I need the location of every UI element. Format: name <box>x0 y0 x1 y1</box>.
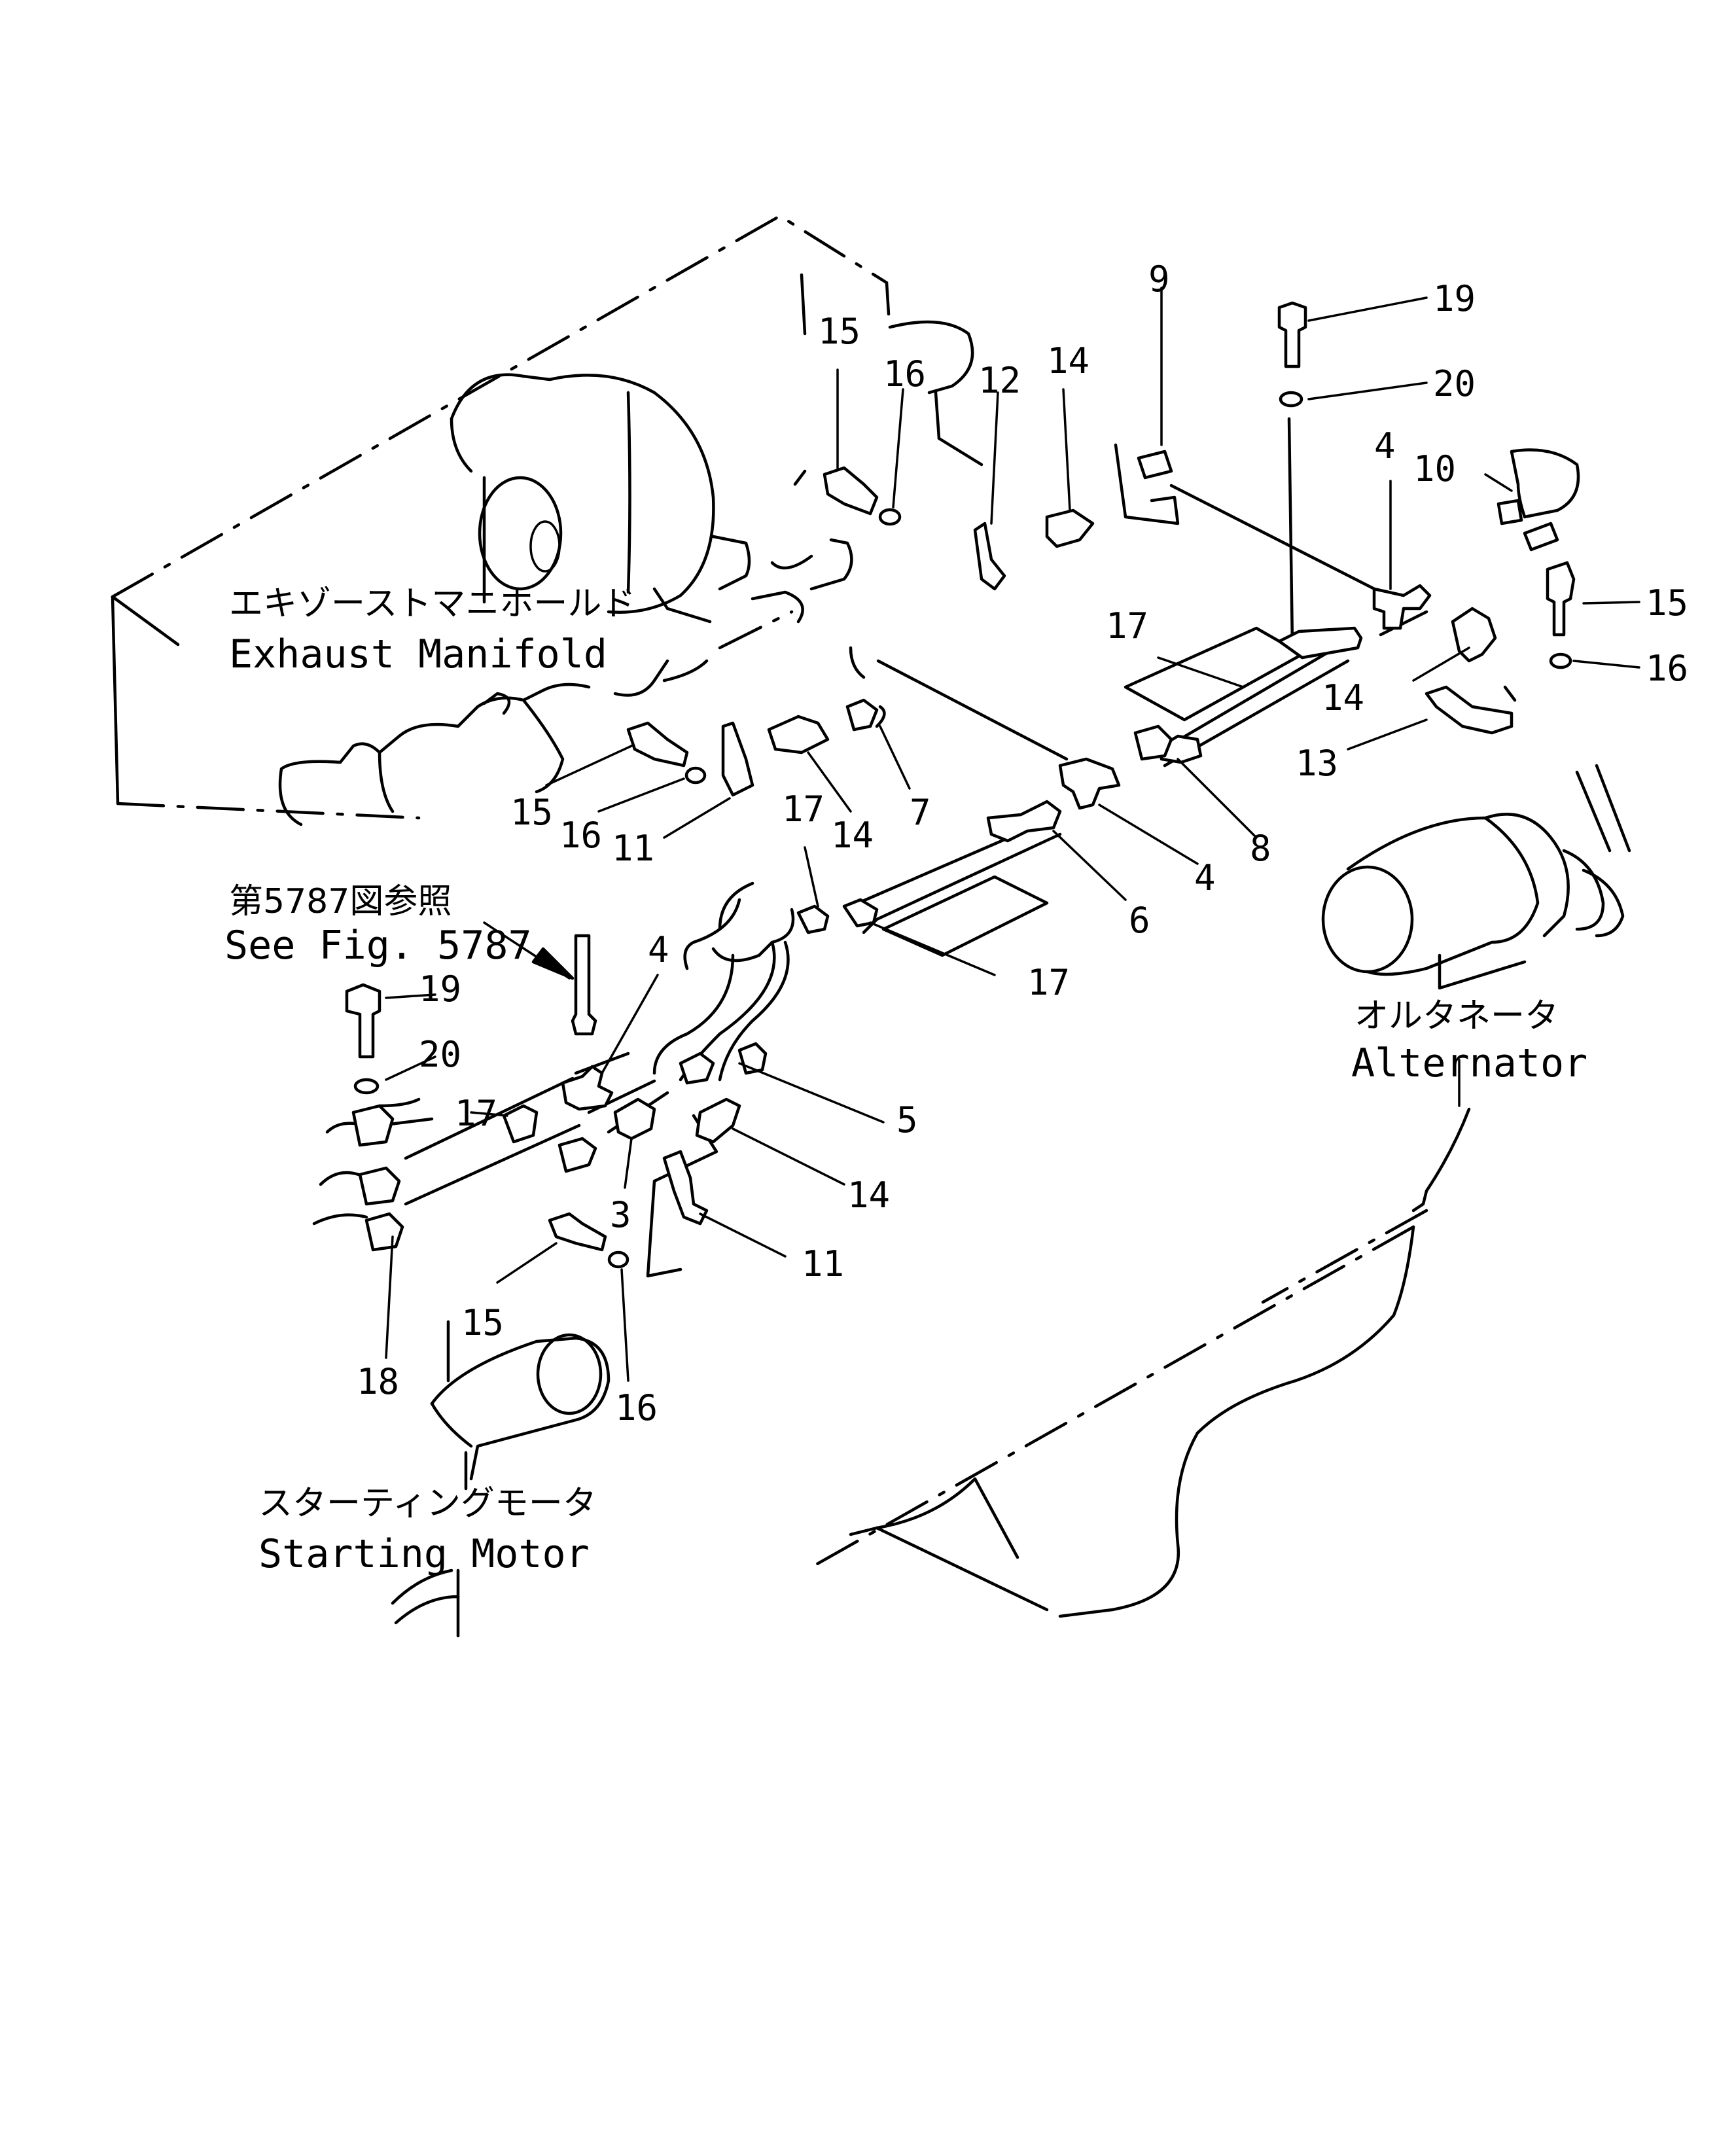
starting-motor-label: Starting Motor <box>258 1531 590 1577</box>
callout-16: 16 <box>1646 648 1688 689</box>
callout-12: 12 <box>978 360 1021 401</box>
callout-13: 13 <box>1296 743 1338 784</box>
callout-15b: 15 <box>510 792 553 833</box>
callout-14b: 14 <box>831 815 874 856</box>
callout-9: 9 <box>1148 258 1170 300</box>
oil-pan <box>809 1107 1471 1618</box>
turbocharger <box>450 373 853 624</box>
callout-6: 6 <box>1129 900 1150 941</box>
callout-4c: 4 <box>648 929 669 970</box>
starting-motor-jp-label: スターティングモータ <box>258 1484 597 1523</box>
callout-17: 17 <box>1106 605 1148 646</box>
callout-4b: 4 <box>1194 857 1216 898</box>
callout-18: 18 <box>357 1361 399 1402</box>
callout-20: 20 <box>1433 363 1476 404</box>
callout-15c: 15 <box>818 311 860 352</box>
callout-19b: 19 <box>419 968 461 1010</box>
callout-19: 19 <box>1433 278 1476 319</box>
callout-14c: 14 <box>1047 340 1089 381</box>
exhaust-manifold <box>278 659 669 826</box>
see-fig-arrow <box>531 947 575 980</box>
callout-5: 5 <box>896 1099 918 1141</box>
callout-17c: 17 <box>782 788 824 830</box>
parts <box>345 301 1580 1269</box>
callout-14d: 14 <box>847 1175 890 1216</box>
exhaust-manifold-label: Exhaust Manifold <box>229 631 607 677</box>
see-fig-jp-label: 第5787図参照 <box>229 882 452 921</box>
leader-lines <box>385 287 1640 1382</box>
exhaust-manifold-jp-label: エキゾーストマニホールド <box>229 584 635 624</box>
callout-15d: 15 <box>461 1302 504 1343</box>
callout-20b: 20 <box>419 1034 461 1075</box>
callout-10: 10 <box>1413 448 1456 489</box>
see-fig-label: See Fig. 5787 <box>224 923 532 968</box>
callout-4: 4 <box>1374 425 1396 467</box>
alternator <box>1321 764 1631 990</box>
engine-outline <box>111 214 983 820</box>
callout-15: 15 <box>1646 582 1688 624</box>
callout-17b: 17 <box>1027 962 1070 1003</box>
alternator-label: Alternator <box>1351 1040 1587 1086</box>
callouts: 9 19 20 4 10 15 16 14 13 17 8 4 6 17 7 1… <box>357 258 1688 1428</box>
alternator-jp-label: オルタネータ <box>1355 997 1559 1036</box>
callout-16c: 16 <box>883 353 926 395</box>
callout-11b: 11 <box>802 1243 844 1284</box>
callout-11: 11 <box>612 828 654 869</box>
labels: エキゾーストマニホールド Exhaust Manifold 第5787図参照 S… <box>224 584 1587 1577</box>
callout-7: 7 <box>910 792 931 833</box>
callout-16b: 16 <box>559 815 602 856</box>
callout-14: 14 <box>1322 677 1364 718</box>
callout-17d: 17 <box>455 1093 497 1134</box>
callout-3: 3 <box>610 1194 631 1235</box>
callout-16d: 16 <box>615 1387 658 1428</box>
starting-motor <box>391 1320 611 1638</box>
callout-8: 8 <box>1250 828 1271 869</box>
